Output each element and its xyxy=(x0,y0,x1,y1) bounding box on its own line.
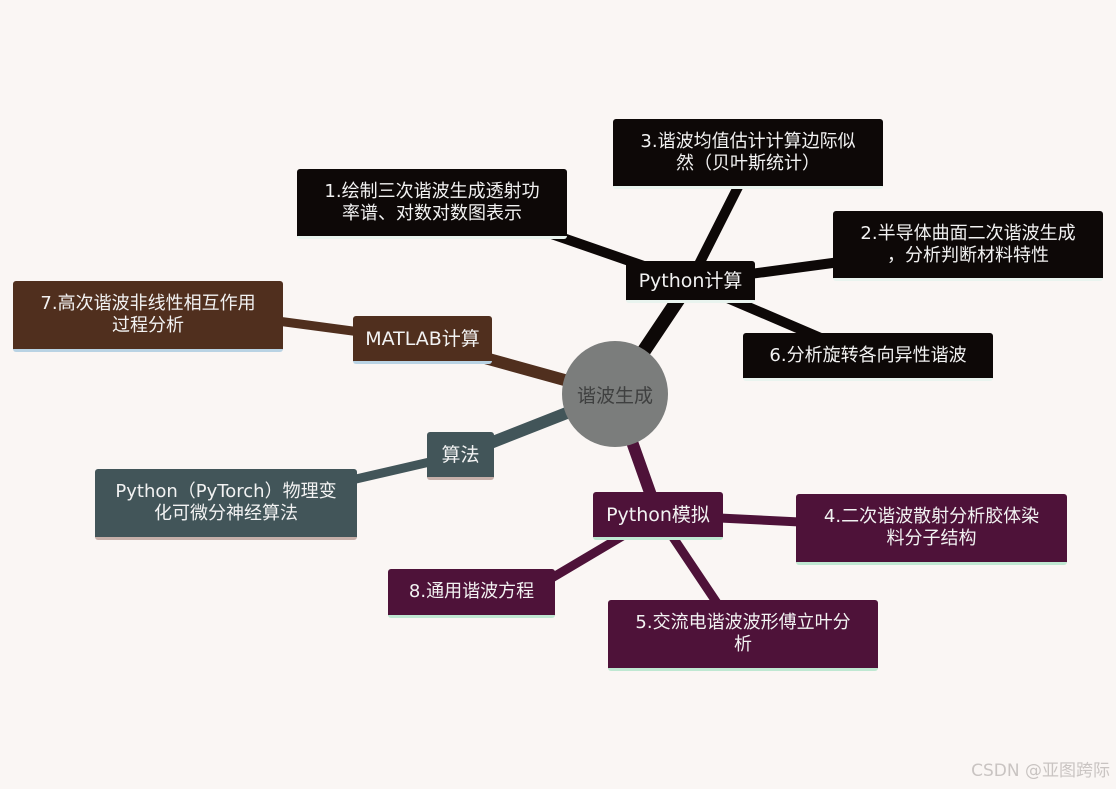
leaf-6-line-1: 6.分析旋转各向异性谐波 xyxy=(769,344,967,366)
leaf-7-line-2: 过程分析 xyxy=(112,315,184,336)
leaf-7[interactable]: 7.高次谐波非线性相互作用 过程分析 xyxy=(13,281,283,352)
leaf-4-line-1: 4.二次谐波散射分析胶体染 xyxy=(823,506,1040,527)
leaf-2-text: 2.半导体曲面二次谐波生成 ，分析判断材料特性 xyxy=(860,223,1075,267)
leaf-3-line-1: 3.谐波均值估计计算边际似 xyxy=(640,130,856,152)
branch-python-calc[interactable]: Python计算 xyxy=(626,261,755,303)
leaf-5-line-2: 析 xyxy=(734,634,752,655)
root-node[interactable]: 谐波生成 xyxy=(562,341,668,447)
branch-python-sim-label: Python模拟 xyxy=(606,503,710,526)
leaf-1-line-2: 率谱、对数对数图表示 xyxy=(342,202,522,224)
leaf-2-line-1: 2.半导体曲面二次谐波生成 xyxy=(860,222,1076,244)
leaf-7-text: 7.高次谐波非线性相互作用 过程分析 xyxy=(40,293,255,337)
leaf-algo-line-1: Python（PyTorch）物理变 xyxy=(115,481,337,502)
leaf-5-line-1: 5.交流电谐波波形傅立叶分 xyxy=(635,612,851,633)
leaf-1-line-1: 1.绘制三次谐波生成透射功 xyxy=(324,180,540,202)
leaf-algo[interactable]: Python（PyTorch）物理变 化可微分神经算法 xyxy=(95,469,357,540)
leaf-1-text: 1.绘制三次谐波生成透射功 率谱、对数对数图表示 xyxy=(324,181,539,225)
branch-matlab-label: MATLAB计算 xyxy=(365,327,480,350)
leaf-4-text: 4.二次谐波散射分析胶体染 料分子结构 xyxy=(824,506,1039,550)
csdn-watermark: CSDN @亚图跨际 xyxy=(971,761,1110,781)
leaf-7-line-1: 7.高次谐波非线性相互作用 xyxy=(40,293,256,314)
leaf-5-text: 5.交流电谐波波形傅立叶分 析 xyxy=(635,612,850,656)
leaf-4-line-2: 料分子结构 xyxy=(886,528,977,549)
leaf-8[interactable]: 8.通用谐波方程 xyxy=(388,569,555,618)
leaf-6[interactable]: 6.分析旋转各向异性谐波 xyxy=(743,333,993,381)
leaf-2[interactable]: 2.半导体曲面二次谐波生成 ，分析判断材料特性 xyxy=(833,211,1103,281)
leaf-3[interactable]: 3.谐波均值估计计算边际似 然（贝叶斯统计） xyxy=(613,119,883,189)
branch-matlab[interactable]: MATLAB计算 xyxy=(353,316,492,364)
leaf-8-line-1: 8.通用谐波方程 xyxy=(408,581,535,602)
leaf-5[interactable]: 5.交流电谐波波形傅立叶分 析 xyxy=(608,600,878,671)
leaf-4[interactable]: 4.二次谐波散射分析胶体染 料分子结构 xyxy=(796,494,1067,565)
branch-algo-label: 算法 xyxy=(441,443,480,466)
branch-python-calc-label: Python计算 xyxy=(638,269,743,292)
branch-python-sim[interactable]: Python模拟 xyxy=(593,492,723,540)
leaf-1[interactable]: 1.绘制三次谐波生成透射功 率谱、对数对数图表示 xyxy=(297,169,567,239)
leaf-2-line-2: ，分析判断材料特性 xyxy=(887,244,1049,266)
root-label: 谐波生成 xyxy=(576,384,653,407)
leaf-3-text: 3.谐波均值估计计算边际似 然（贝叶斯统计） xyxy=(640,131,855,175)
branch-algo[interactable]: 算法 xyxy=(427,432,494,480)
leaf-3-line-2: 然（贝叶斯统计） xyxy=(676,152,820,174)
leaf-algo-text: Python（PyTorch）物理变 化可微分神经算法 xyxy=(115,481,336,525)
leaf-algo-line-2: 化可微分神经算法 xyxy=(153,503,298,524)
